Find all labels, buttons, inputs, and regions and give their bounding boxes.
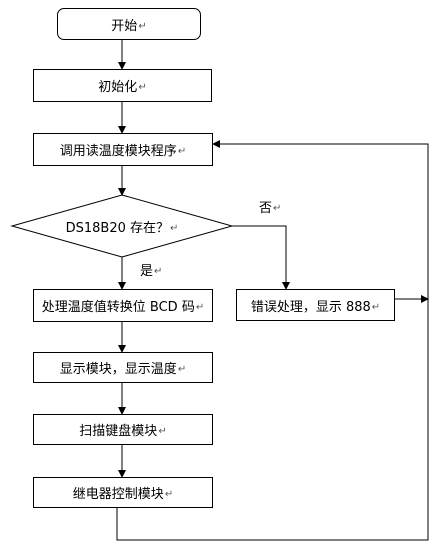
node-display-label: 显示模块，显示温度: [59, 362, 177, 377]
paragraph-mark: ↵: [371, 301, 381, 313]
node-error-label: 错误处理，显示 888: [250, 299, 371, 315]
paragraph-mark: ↵: [177, 364, 187, 375]
paragraph-mark: ↵: [170, 222, 179, 234]
node-start: 开始↵: [57, 8, 201, 40]
node-relay: 继电器控制模块↵: [33, 477, 213, 508]
loop-back-line: [116, 140, 429, 541]
arrow-decision-no: [232, 225, 290, 290]
node-relay-label: 继电器控制模块: [72, 487, 164, 502]
node-read-temp: 调用读温度模块程序↵: [33, 133, 213, 166]
paragraph-mark: ↵: [154, 266, 163, 277]
node-read-temp-label: 调用读温度模块程序: [59, 144, 177, 159]
edge-label-no-text: 否: [259, 201, 273, 216]
node-keyboard: 扫描键盘模块↵: [33, 414, 213, 445]
paragraph-mark: ↵: [164, 489, 174, 500]
paragraph-mark: ↵: [195, 302, 205, 313]
paragraph-mark: ↵: [158, 426, 167, 437]
node-display: 显示模块，显示温度↵: [33, 352, 213, 383]
paragraph-mark: ↵: [273, 203, 282, 214]
node-init: 初始化↵: [33, 69, 212, 102]
decision-label-wrap: DS18B20 存在？↵: [12, 208, 232, 244]
edge-label-no: 否↵: [259, 197, 281, 216]
paragraph-mark: ↵: [138, 20, 147, 32]
node-init-label: 初始化: [98, 80, 138, 95]
node-keyboard-label: 扫描键盘模块: [79, 424, 158, 439]
node-error: 错误处理，显示 888↵: [236, 289, 395, 321]
edge-label-yes-text: 是: [140, 264, 154, 279]
decision-label: DS18B20 存在？: [65, 220, 169, 236]
node-process-temp: 处理温度值转换位 BCD 码↵: [33, 289, 213, 322]
paragraph-mark: ↵: [177, 146, 187, 157]
node-start-label: 开始: [111, 18, 138, 34]
edge-label-yes: 是↵: [140, 260, 162, 279]
node-process-temp-label: 处理温度值转换位 BCD 码: [41, 300, 195, 315]
paragraph-mark: ↵: [138, 82, 147, 93]
